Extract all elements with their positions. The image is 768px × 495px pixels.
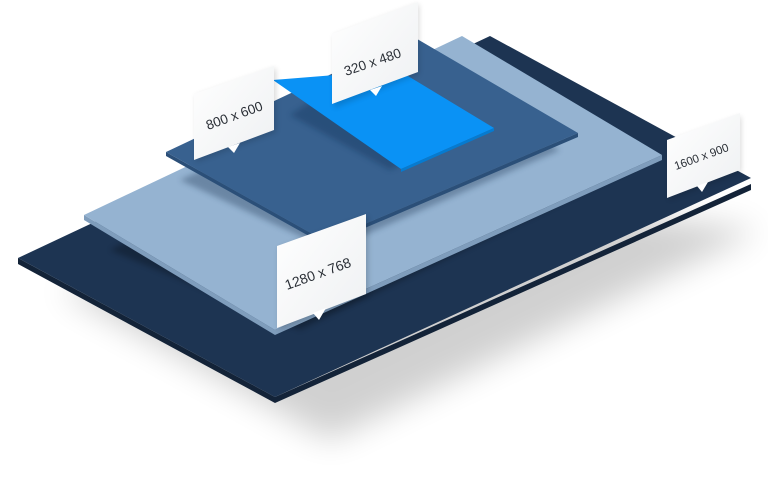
label-card-800-pointer xyxy=(228,143,240,153)
label-card-1280: 1280 x 768 xyxy=(277,214,368,330)
label-card-1600: 1600 x 900 xyxy=(667,113,741,200)
label-card-320: 320 x 480 xyxy=(332,2,419,108)
layer-800-edge xyxy=(166,133,578,245)
label-card-320-face xyxy=(332,2,418,104)
layer-320-plate xyxy=(273,70,494,169)
label-card-1280-face xyxy=(277,214,366,328)
layer-320-side xyxy=(401,128,494,172)
label-card-800-face xyxy=(194,66,274,160)
label-card-1280-pointer xyxy=(313,308,326,320)
label-card-320-pointer xyxy=(370,86,382,96)
label-card-800: 800 x 600 xyxy=(194,66,276,162)
label-card-1600-face xyxy=(667,113,740,198)
label-card-1600-pointer xyxy=(697,182,708,192)
